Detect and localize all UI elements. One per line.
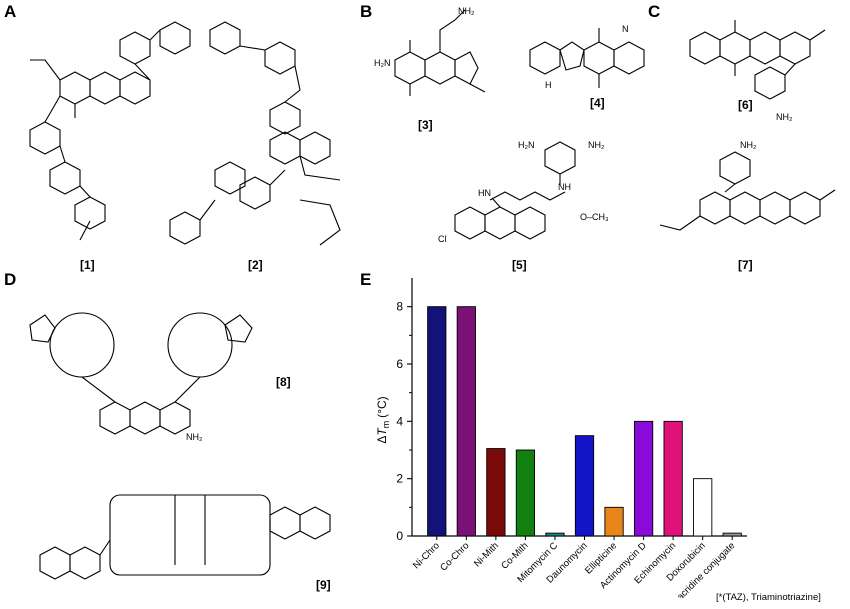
y-axis-label-prefix: Δ: [375, 436, 389, 444]
atom-label-cl-5: Cl: [438, 234, 447, 244]
bar-7: [633, 420, 654, 537]
compound-label-8: [8]: [276, 375, 291, 389]
compound-label-9: [9]: [316, 578, 331, 592]
x-tick-label-1: Co-Chro: [438, 540, 471, 573]
bar-0: [427, 306, 447, 537]
structure-1: [29, 21, 191, 241]
y-tick-label-1: 2: [396, 472, 403, 486]
bar-2: [486, 448, 506, 537]
compound-label-2: [2]: [248, 258, 263, 272]
x-tick-label-0: Ni-Chro: [411, 540, 442, 571]
y-axis-label-sub: m: [381, 421, 391, 429]
atom-label-nh2-carbamate: NH₂: [458, 6, 475, 16]
y-tick-label-2: 4: [396, 414, 403, 428]
bar-8: [663, 420, 683, 537]
structure-7: [659, 151, 836, 231]
atom-label-hn-5: HN: [478, 188, 491, 198]
panel-letter-e: E: [360, 270, 372, 289]
y-tick-label-3: 6: [396, 357, 403, 371]
structure-8: [29, 312, 253, 435]
bar-1: [456, 306, 476, 537]
structure-4: [529, 28, 645, 88]
bar-4: [545, 532, 565, 537]
y-tick-label-0: 0: [396, 529, 403, 543]
atom-label-nh-5: NH: [558, 182, 571, 192]
compound-label-6: [6]: [738, 98, 753, 112]
bar-3: [515, 449, 536, 537]
structure-3: [394, 9, 486, 96]
panel-letter-d: D: [4, 270, 17, 289]
y-axis-label-var: T: [375, 427, 389, 436]
compound-label-7: [7]: [738, 258, 753, 272]
atom-label-nh2-8: NH₂: [186, 432, 203, 442]
bar-5: [574, 435, 595, 537]
structure-5: [454, 141, 576, 240]
atom-label-och3-5: O–CH₃: [580, 212, 609, 222]
compound-label-3: [3]: [418, 118, 433, 132]
atom-label-n-4: N: [622, 24, 629, 34]
atom-label-nh2-6: NH₂: [776, 112, 793, 122]
structure-6: [689, 20, 826, 100]
atom-label-nh2-5b: NH₂: [588, 140, 605, 150]
structure-2: [169, 21, 341, 246]
bar-10: [722, 532, 742, 537]
atom-label-nh2-5a: H₂N: [518, 140, 535, 150]
x-tick-label-2: Ni-Mith: [472, 540, 501, 569]
atom-label-h2n-3: H₂N: [374, 58, 391, 68]
panel-letter-a: A: [4, 2, 17, 21]
atom-label-nh2-7: NH₂: [740, 140, 757, 150]
bar-9: [693, 478, 713, 537]
compound-label-1: [1]: [80, 258, 95, 272]
panel-letter-c: C: [648, 2, 661, 21]
y-tick-label-4: 8: [396, 300, 403, 314]
compound-label-4: [4]: [590, 96, 605, 110]
compound-label-5: [5]: [512, 258, 527, 272]
y-axis-label: ΔTm (°C): [375, 396, 391, 443]
bar-6: [604, 506, 624, 537]
y-axis-label-text: ΔTm (°C): [375, 396, 391, 443]
panel-letter-b: B: [360, 2, 373, 21]
footnote: [*(TAZ), Triaminotriazine]: [716, 592, 821, 603]
structure-9: [39, 494, 331, 580]
atom-label-h-4: H: [545, 80, 552, 90]
y-axis-label-unit: (°C): [375, 396, 389, 417]
